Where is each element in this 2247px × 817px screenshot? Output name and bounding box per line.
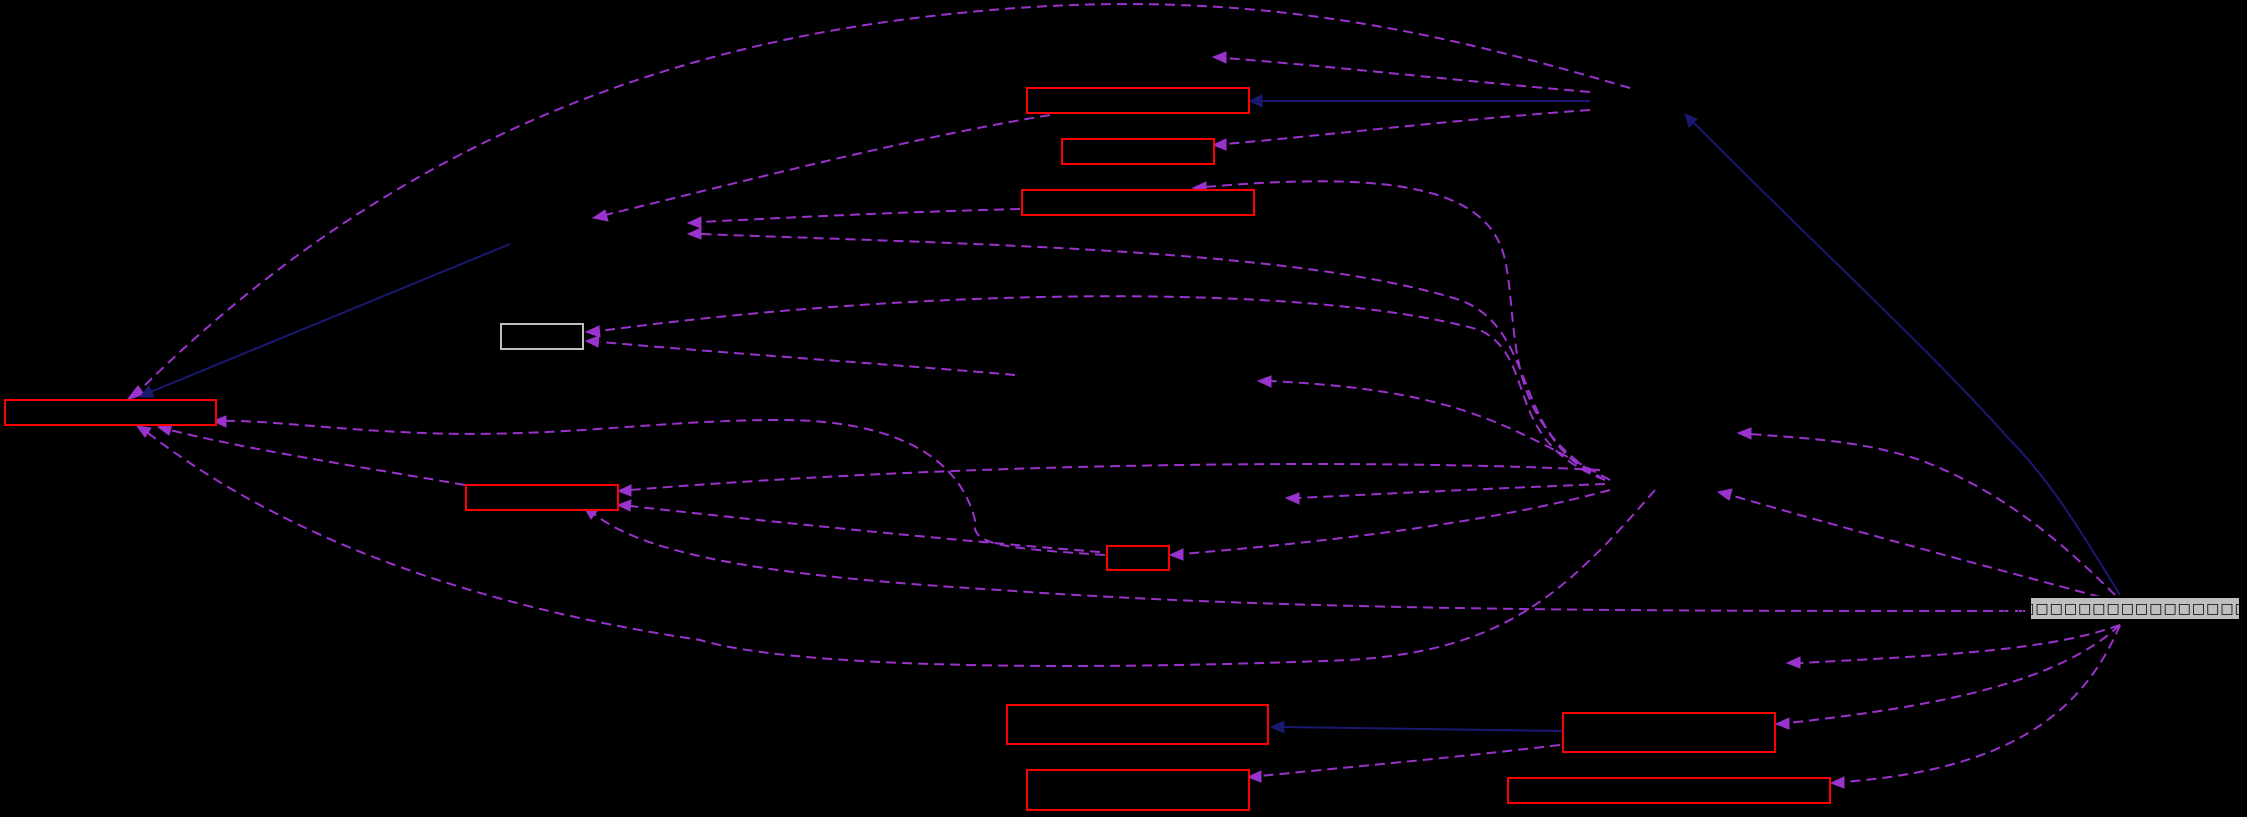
edge [138, 243, 511, 398]
edge [1269, 720, 1563, 734]
edge [584, 335, 1016, 376]
edge [211, 415, 1106, 556]
graph-node-root[interactable]: □□□□□□□□□□□□□□□□□□□□ [1993, 596, 2247, 621]
edge [1774, 624, 2121, 730]
edges [125, 3, 2121, 789]
edge [125, 3, 1631, 402]
edge [1284, 483, 1606, 505]
graph-node-left[interactable] [4, 399, 217, 426]
edge [1716, 488, 2101, 598]
edge [686, 227, 1606, 481]
edge [1684, 113, 2121, 596]
graph-node-top2[interactable] [1061, 138, 1215, 165]
edge [1168, 489, 1611, 561]
edge [1736, 427, 2116, 596]
edge [1211, 109, 1591, 151]
graph-node-top1[interactable] [1026, 87, 1250, 114]
edge [582, 506, 2026, 613]
graph-node-bottom3[interactable] [1562, 712, 1776, 753]
edge [616, 499, 1101, 553]
edge [1785, 624, 2121, 669]
edge [1246, 744, 1561, 783]
edge [1247, 94, 1590, 108]
graph-node-bottom4[interactable] [1507, 777, 1831, 804]
graph-node-mid[interactable] [465, 484, 619, 511]
edge [1191, 180, 1606, 481]
graph-node-white[interactable] [500, 323, 584, 350]
svg-text:□□□□□□□□□□□□□□□□□□□□: □□□□□□□□□□□□□□□□□□□□ [1993, 601, 2247, 617]
edge [616, 463, 1601, 497]
graph-node-bottom1[interactable] [1006, 704, 1269, 745]
edge [591, 114, 1051, 222]
graph-node-top3[interactable] [1021, 189, 1255, 216]
edge [1211, 51, 1591, 93]
edge [686, 208, 1021, 229]
nodes: □□□□□□□□□□□□□□□□□□□□ [4, 87, 2247, 811]
edge [584, 295, 1606, 481]
edge [135, 425, 1656, 667]
edge [1829, 624, 2121, 789]
edge [1256, 375, 1611, 481]
graph-node-small[interactable] [1106, 545, 1170, 571]
graph-node-bottom2[interactable] [1026, 769, 1250, 811]
